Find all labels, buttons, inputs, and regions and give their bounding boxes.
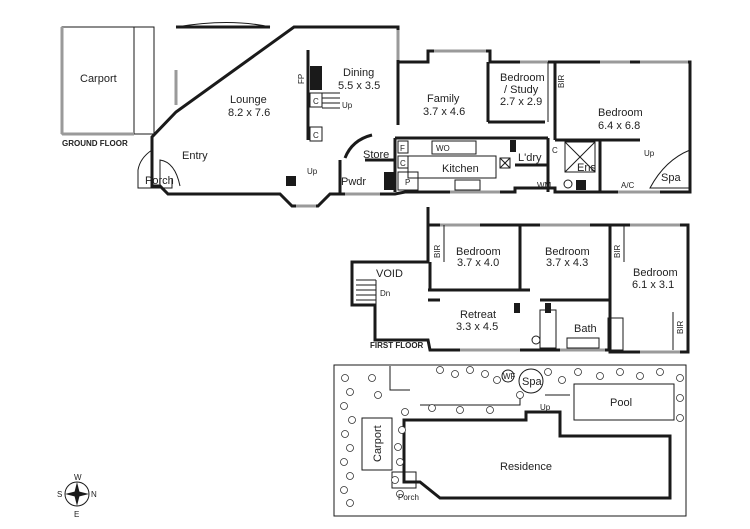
family-dims: 3.7 x 4.6 <box>423 106 465 118</box>
first-floor-caption: FIRST FLOOR <box>370 341 424 350</box>
residence-outline <box>402 410 672 500</box>
up-label-2: Up <box>307 167 318 176</box>
trees <box>340 366 684 507</box>
pool-label: Pool <box>610 397 632 409</box>
wf-label: WF <box>503 372 516 381</box>
compass-s: S <box>57 490 62 499</box>
bedroom-study-label-1: Bedroom <box>500 72 545 84</box>
dining-label: Dining <box>343 67 374 79</box>
lounge-dims: 8.2 x 7.6 <box>228 107 270 119</box>
retreat-dims: 3.3 x 4.5 <box>456 321 498 333</box>
compass-n: N <box>91 490 97 499</box>
fp-label: FP <box>297 74 306 84</box>
c-label-4: C <box>552 146 558 155</box>
bir-label-1: BIR <box>433 244 442 258</box>
p-label: P <box>405 178 410 187</box>
up-label-3: Up <box>644 149 655 158</box>
residence-label: Residence <box>500 461 552 473</box>
bir-label: BIR <box>557 74 566 88</box>
spa-label: Spa <box>661 172 681 184</box>
bedroom-study-label-2: / Study <box>504 84 539 96</box>
family-label: Family <box>427 93 460 105</box>
site-carport-label: Carport <box>372 425 384 462</box>
main-bedroom-dims: 6.4 x 6.8 <box>598 120 640 132</box>
f-label: F <box>400 144 405 153</box>
main-bedroom-label: Bedroom <box>598 107 643 119</box>
site-boundary <box>333 364 687 517</box>
bedroom1-dims: 3.7 x 4.0 <box>457 257 499 269</box>
retreat-label: Retreat <box>460 309 496 321</box>
spa-outline <box>518 368 544 394</box>
site-plan: Carport Residence Porch Spa WF Up Pool <box>333 364 687 517</box>
bedroom1-label: Bedroom <box>456 246 501 258</box>
site-spa-label: Spa <box>522 376 542 388</box>
first-floor: FIRST FLOOR Bedroom 3.7 x 4.0 Bedroom 3.… <box>350 207 690 354</box>
bir-label-2: BIR <box>613 244 622 258</box>
c-label-3: C <box>400 159 406 168</box>
site-carport <box>361 417 393 471</box>
compass-w: W <box>74 473 82 482</box>
bedroom-study-dims: 2.7 x 2.9 <box>500 96 542 108</box>
compass-e: E <box>74 510 79 519</box>
wo-label: WO <box>436 144 450 153</box>
pool-outline <box>573 383 675 421</box>
bir-label-3: BIR <box>676 320 685 334</box>
ground-floor-caption: GROUND FLOOR <box>62 139 128 148</box>
wm-label: WM <box>537 181 552 190</box>
kitchen-label: Kitchen <box>442 163 479 175</box>
site-up-label: Up <box>540 403 551 412</box>
porch-label: Porch <box>145 175 174 187</box>
powder-label: Pwdr <box>341 176 366 188</box>
up-label-1: Up <box>342 101 353 110</box>
lounge-label: Lounge <box>230 94 267 106</box>
c-label-2: C <box>313 131 319 140</box>
porch-outline <box>137 149 173 189</box>
ensuite-label: Ens <box>577 162 596 174</box>
carport-label: Carport <box>80 73 117 85</box>
ac-label: A/C <box>621 181 635 190</box>
entry-label: Entry <box>182 150 208 162</box>
dining-dims: 5.5 x 3.5 <box>338 80 380 92</box>
c-label-1: C <box>313 97 319 106</box>
dn-label: Dn <box>380 289 390 298</box>
bath-label: Bath <box>574 323 597 335</box>
site-porch-label: Porch <box>398 493 419 502</box>
ground-floor: GROUND FLOOR Carport Lounge 8.2 x 7.6 Di… <box>60 22 692 208</box>
bedroom2-label: Bedroom <box>545 246 590 258</box>
bedroom3-label: Bedroom <box>633 267 678 279</box>
first-floor-outer-wall <box>350 207 690 354</box>
void-label: VOID <box>376 268 403 280</box>
bedroom3-dims: 6.1 x 3.1 <box>632 279 674 291</box>
compass-icon: W S N E <box>57 473 97 519</box>
laundry-label: L'dry <box>518 152 542 164</box>
bedroom2-dims: 3.7 x 4.3 <box>546 257 588 269</box>
store-label: Store <box>363 149 389 161</box>
